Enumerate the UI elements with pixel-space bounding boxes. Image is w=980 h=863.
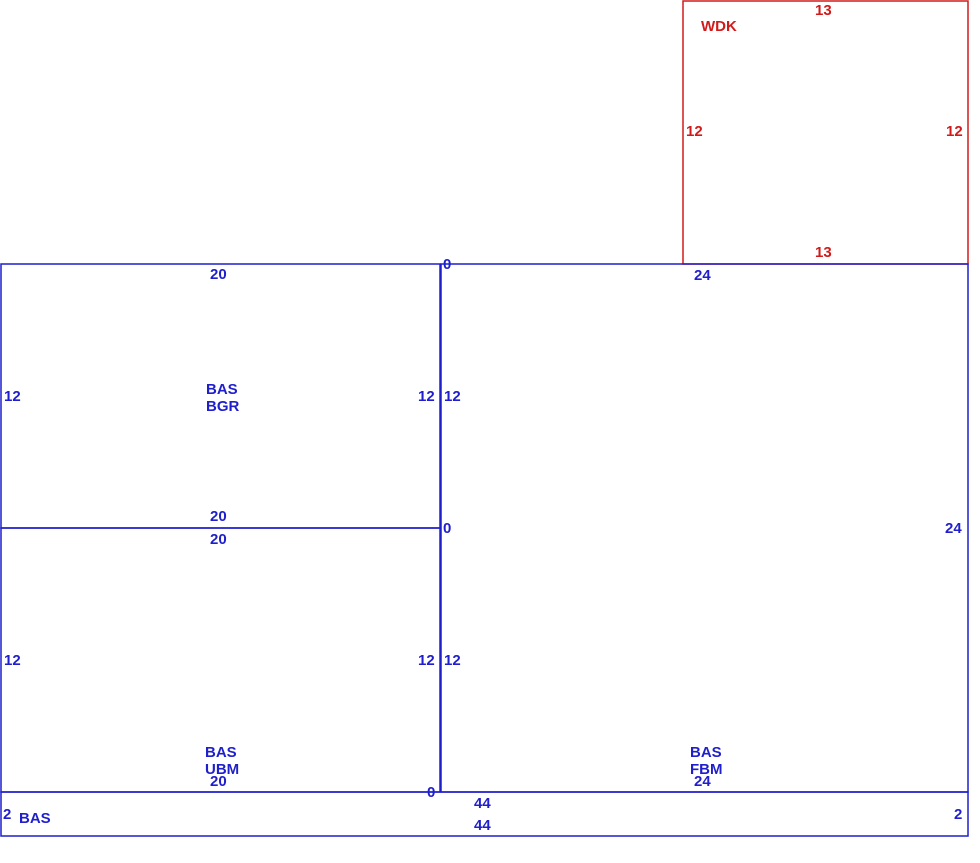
bgr-label-line1: BAS	[206, 381, 238, 398]
wdk-right-dim: 12	[946, 123, 963, 140]
bgr-left-dim: 12	[4, 388, 21, 405]
fbm-bottom-dim: 24	[694, 773, 711, 790]
wdk-bottom-dim: 13	[815, 244, 832, 261]
wdk-label: WDK	[701, 18, 737, 35]
bgr-label-line2: BGR	[206, 398, 240, 415]
fbm-left-dim: 12	[444, 388, 461, 405]
ubm-right-dim: 12	[418, 652, 435, 669]
bgr-top-dim: 20	[210, 266, 227, 283]
ubm-bottom-dim: 20	[210, 773, 227, 790]
strip-label: BAS	[19, 810, 51, 827]
wdk-top-dim: 13	[815, 2, 832, 19]
wdk-outline	[682, 0, 969, 265]
fbm-right-dim: 24	[945, 520, 962, 537]
fbm-top-dim: 24	[694, 267, 711, 284]
zero-marker-top: 0	[443, 256, 451, 273]
ubm-label-line2: UBM	[205, 761, 239, 778]
bgr-bottom-dim: 20	[210, 508, 227, 525]
ubm-label-line1: BAS	[205, 744, 237, 761]
bas-strip-outline	[0, 791, 969, 837]
fbm-outline	[440, 263, 969, 793]
fbm-left-lower-dim: 12	[444, 652, 461, 669]
ubm-left-dim: 12	[4, 652, 21, 669]
strip-bottom-dim: 44	[474, 817, 491, 834]
strip-left-dim: 2	[3, 806, 11, 823]
bgr-right-dim: 12	[418, 388, 435, 405]
fbm-label-line1: BAS	[690, 744, 722, 761]
wdk-left-dim: 12	[686, 123, 703, 140]
strip-top-dim: 44	[474, 795, 491, 812]
zero-marker-bottom: 0	[427, 784, 435, 801]
fbm-label-line2: FBM	[690, 761, 723, 778]
strip-right-dim: 2	[954, 806, 962, 823]
zero-marker-middle: 0	[443, 520, 451, 537]
ubm-top-dim: 20	[210, 531, 227, 548]
